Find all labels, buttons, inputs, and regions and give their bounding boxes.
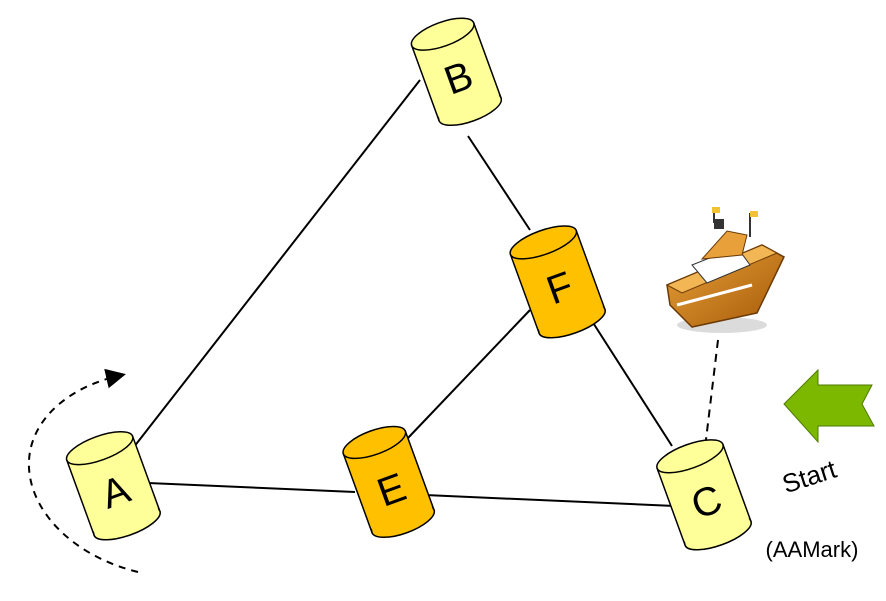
leg-a-e xyxy=(147,482,356,493)
start-arrow-icon xyxy=(783,368,875,444)
rounding-direction-arrow xyxy=(28,368,139,573)
mark-tether-line xyxy=(704,339,719,449)
boat-icon xyxy=(665,207,785,333)
buoy-c: C xyxy=(656,439,752,551)
mark-label: (AAMark) xyxy=(766,537,859,562)
leg-e-f xyxy=(407,309,531,439)
buoy-b: B xyxy=(410,17,503,127)
start-label: Start xyxy=(778,453,840,499)
buoy-e: E xyxy=(342,425,436,539)
buoy-a: A xyxy=(65,430,161,541)
buoy-f: F xyxy=(509,225,606,339)
leg-b-f xyxy=(467,135,531,231)
course-lines xyxy=(129,79,676,507)
leg-a-b xyxy=(129,79,421,453)
leg-f-c xyxy=(589,317,673,447)
leg-e-c xyxy=(424,494,676,507)
